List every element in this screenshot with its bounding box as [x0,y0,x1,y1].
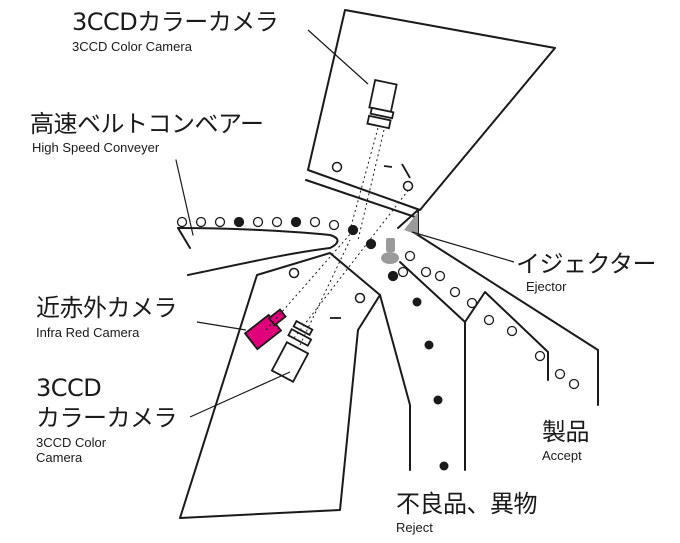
bottom-camera-label-en-2: Camera [36,450,83,465]
lamp-ticks [330,163,411,319]
conveyor-label-jp: 高速ベルトコンベアー [30,110,264,138]
ejector-nozzle [381,238,399,264]
bottom-camera [270,319,314,383]
upper-window [305,179,419,219]
beam-lines [265,127,411,346]
bottom-camera-label-jp-2: カラーカメラ [36,404,178,432]
ir-camera [243,308,287,351]
leader-lines [189,29,515,418]
conveyor-products [176,216,359,236]
conveyor-label-en: High Speed Conveyer [32,140,160,155]
top-camera [366,78,398,130]
accept-chute-top [409,229,599,406]
accept-items [434,270,580,390]
ir-camera-label-jp: 近赤外カメラ [36,294,178,322]
reject-label-en: Reject [396,520,433,535]
reject-chute-left [379,294,411,471]
bottom-camera-label-jp-1: 3CCD [36,374,102,402]
reject-label-jp: 不良品、異物 [396,490,538,518]
top-camera-label-en: 3CCD Color Camera [72,39,192,54]
accept-chute-inner [464,291,549,381]
bottom-camera-leader [189,371,291,418]
accept-label-en: Accept [542,448,582,463]
top-camera-leader [307,29,369,85]
conveyor-roller [177,227,191,249]
ir-camera-leader [196,321,247,331]
bottom-camera-label-en-1: 3CCD Color [36,435,107,450]
conveyor-belt [177,227,339,276]
accept-label-jp: 製品 [542,418,590,446]
housing-circles [288,161,414,304]
conveyor-leader [175,159,194,236]
upper-housing [307,9,556,211]
reject-items [412,297,449,471]
top-camera-label-jp: 3CCDカラーカメラ [72,8,279,36]
lower-housing [179,252,381,519]
ir-camera-label-en: Infra Red Camera [36,325,140,340]
ejector-leader [411,231,515,263]
ejector-wedge [404,212,418,235]
ejector-label-en: Ejector [526,279,567,294]
ejector-label-jp: イジェクター [516,250,657,278]
falling-products [365,238,432,282]
